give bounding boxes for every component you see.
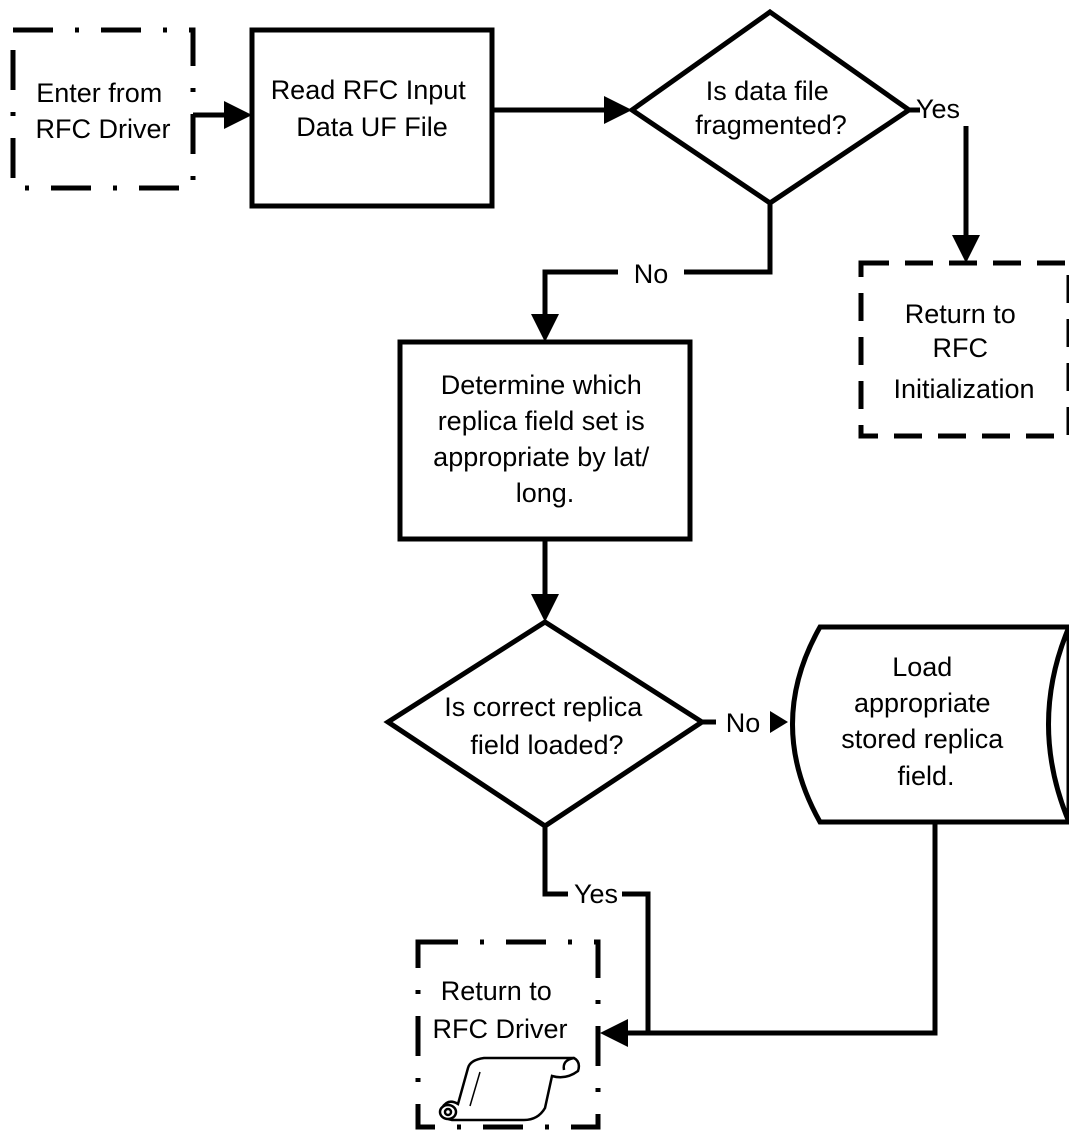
scroll-icon <box>438 1056 581 1122</box>
fragmented-decision-node: Is data file fragmented? <box>627 8 914 207</box>
edges: Yes No No Yes <box>193 94 980 1047</box>
return-init-label: Return to RFC Initialization <box>893 299 1034 404</box>
load-stored-label: Load appropriate stored replica field. <box>841 652 1011 791</box>
correct-loaded-decision-label: Is correct replica field loaded? <box>444 692 650 760</box>
edge-load-to-return <box>600 822 938 1047</box>
edge-label-loaded-yes: Yes <box>574 879 618 909</box>
edge-fragmented-no: No <box>531 203 773 342</box>
edge-label-loaded-no: No <box>726 708 761 738</box>
enter-from-driver-node: Enter from RFC Driver <box>10 27 196 191</box>
edge-label-fragmented-no: No <box>634 259 669 289</box>
edge-determine-to-decision <box>531 539 559 622</box>
edge-loaded-no: No <box>702 708 788 738</box>
edge-loaded-yes: Yes <box>542 826 651 1033</box>
fragmented-decision-label: Is data file fragmented? <box>695 76 847 140</box>
determine-set-label: Determine which replica field set is app… <box>433 370 657 508</box>
read-input-node: Read RFC Input Data UF File <box>249 27 495 209</box>
edge-fragmented-yes: Yes <box>909 94 980 263</box>
load-stored-node: Load appropriate stored replica field. <box>790 624 1069 825</box>
read-input-label: Read RFC Input Data UF File <box>271 75 474 142</box>
enter-from-driver-label: Enter from RFC Driver <box>36 78 171 144</box>
return-driver-node: Return to RFC Driver <box>415 939 601 1130</box>
edge-enter-to-read <box>193 101 252 129</box>
edge-read-to-fragmented <box>492 96 632 124</box>
return-driver-label: Return to RFC Driver <box>433 976 568 1044</box>
correct-loaded-decision-node: Is correct replica field loaded? <box>383 619 707 829</box>
return-init-node: Return to RFC Initialization <box>858 260 1069 439</box>
determine-set-node: Determine which replica field set is app… <box>397 339 693 542</box>
edge-label-fragmented-yes: Yes <box>916 94 960 124</box>
